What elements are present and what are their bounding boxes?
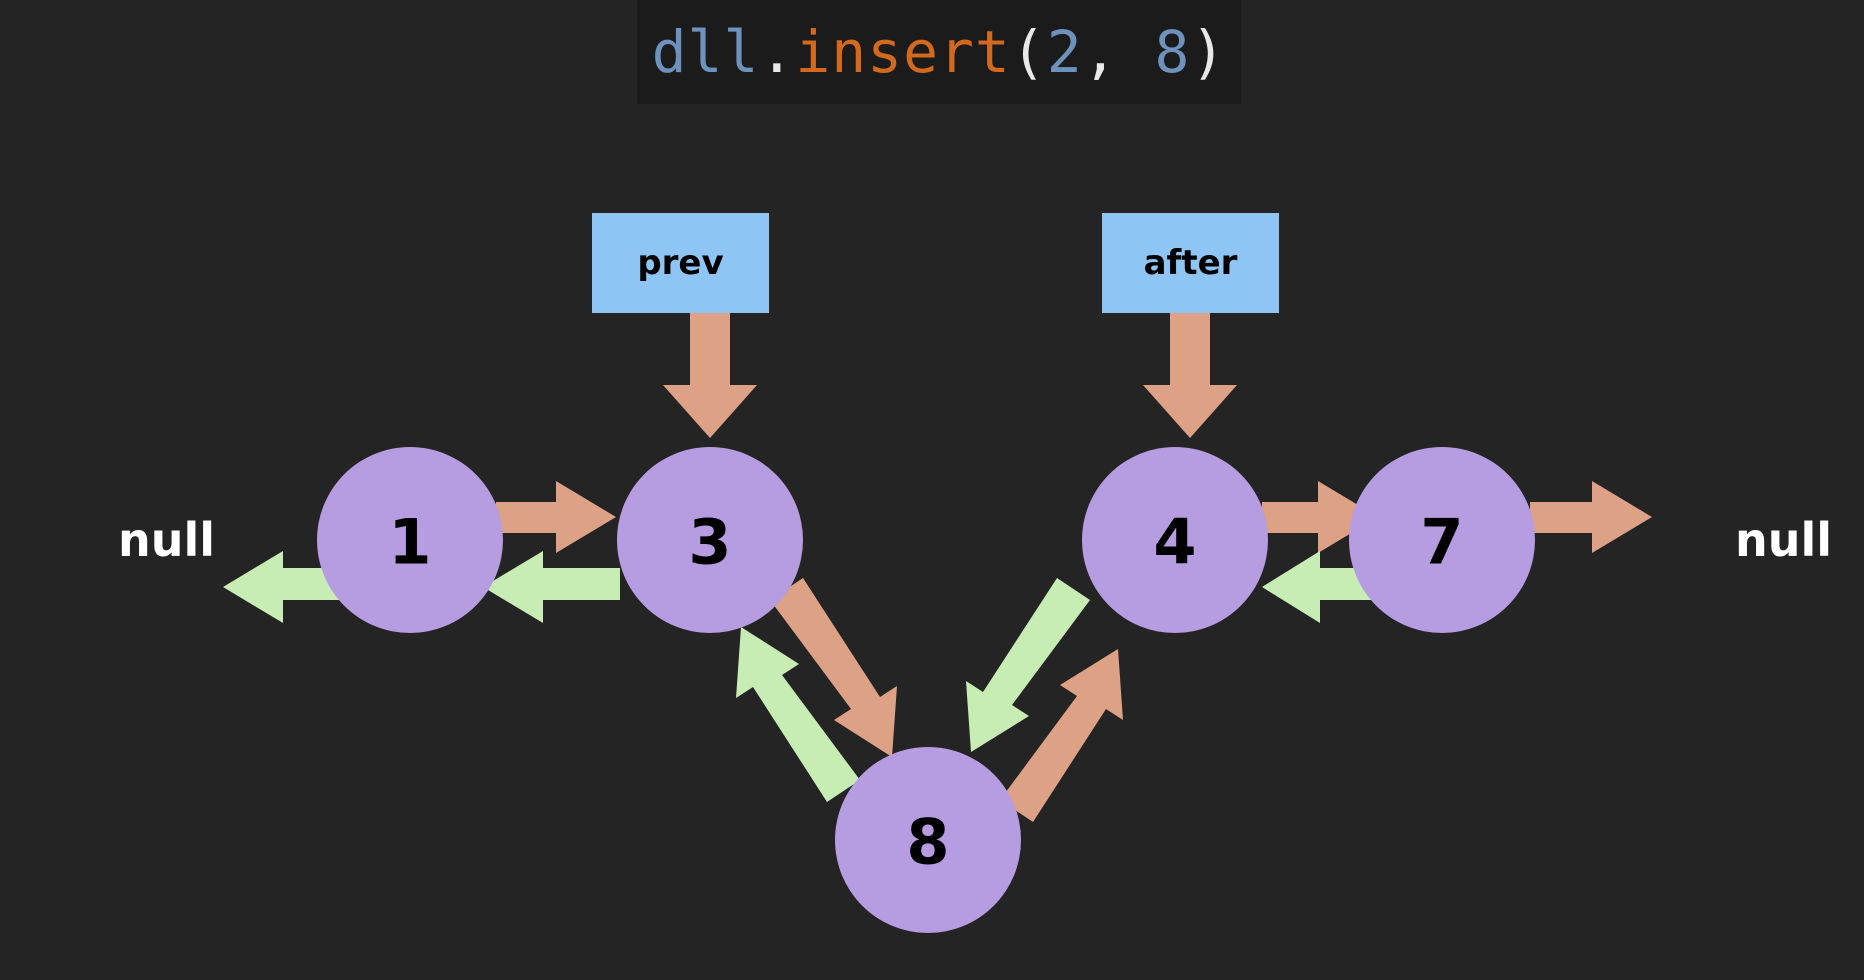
title-code-banner: dll.insert(2, 8) — [637, 0, 1241, 104]
node-4-value: 4 — [1153, 506, 1196, 579]
node-3[interactable]: 3 — [617, 447, 803, 633]
title-object: dll — [651, 18, 760, 86]
title-close-paren: ) — [1190, 18, 1227, 86]
title-open-paren: ( — [1010, 18, 1047, 86]
node-1-value: 1 — [388, 506, 431, 579]
pointer-box-prev[interactable]: prev — [592, 213, 769, 313]
title-dot: . — [759, 18, 796, 86]
title-arg-value: 8 — [1154, 18, 1191, 86]
arrow-after-to-node-4 — [1143, 313, 1237, 438]
node-1[interactable]: 1 — [317, 447, 503, 633]
edge-3-next-8 — [770, 578, 897, 757]
node-7-circle[interactable] — [1349, 447, 1535, 633]
null-label-left: null — [118, 513, 216, 567]
node-7-value: 7 — [1420, 506, 1463, 579]
node-4[interactable]: 4 — [1082, 447, 1268, 633]
node-8[interactable]: 8 — [835, 747, 1021, 933]
edge-8-next-4 — [1000, 649, 1123, 822]
node-7[interactable]: 7 — [1349, 447, 1535, 633]
title-method: insert — [795, 18, 1011, 86]
edge-3-prev-1 — [483, 551, 620, 623]
title-comma: , — [1082, 18, 1155, 86]
arrow-prev-to-node-3 — [663, 313, 757, 438]
node-1-circle[interactable] — [317, 447, 503, 633]
node-4-circle[interactable] — [1082, 447, 1268, 633]
node-3-circle[interactable] — [617, 447, 803, 633]
null-label-right: null — [1735, 513, 1833, 567]
node-8-value: 8 — [906, 806, 949, 879]
node-3-value: 3 — [688, 506, 731, 579]
pointer-box-after[interactable]: after — [1102, 213, 1279, 313]
edge-4-next-7 — [1262, 481, 1378, 553]
node-8-circle[interactable] — [835, 747, 1021, 933]
edge-1-next-3 — [496, 481, 616, 553]
edge-4-prev-8 — [966, 578, 1090, 752]
title-arg-index: 2 — [1046, 18, 1083, 86]
edge-8-prev-3 — [736, 627, 860, 802]
edge-7-next-null — [1530, 481, 1652, 553]
